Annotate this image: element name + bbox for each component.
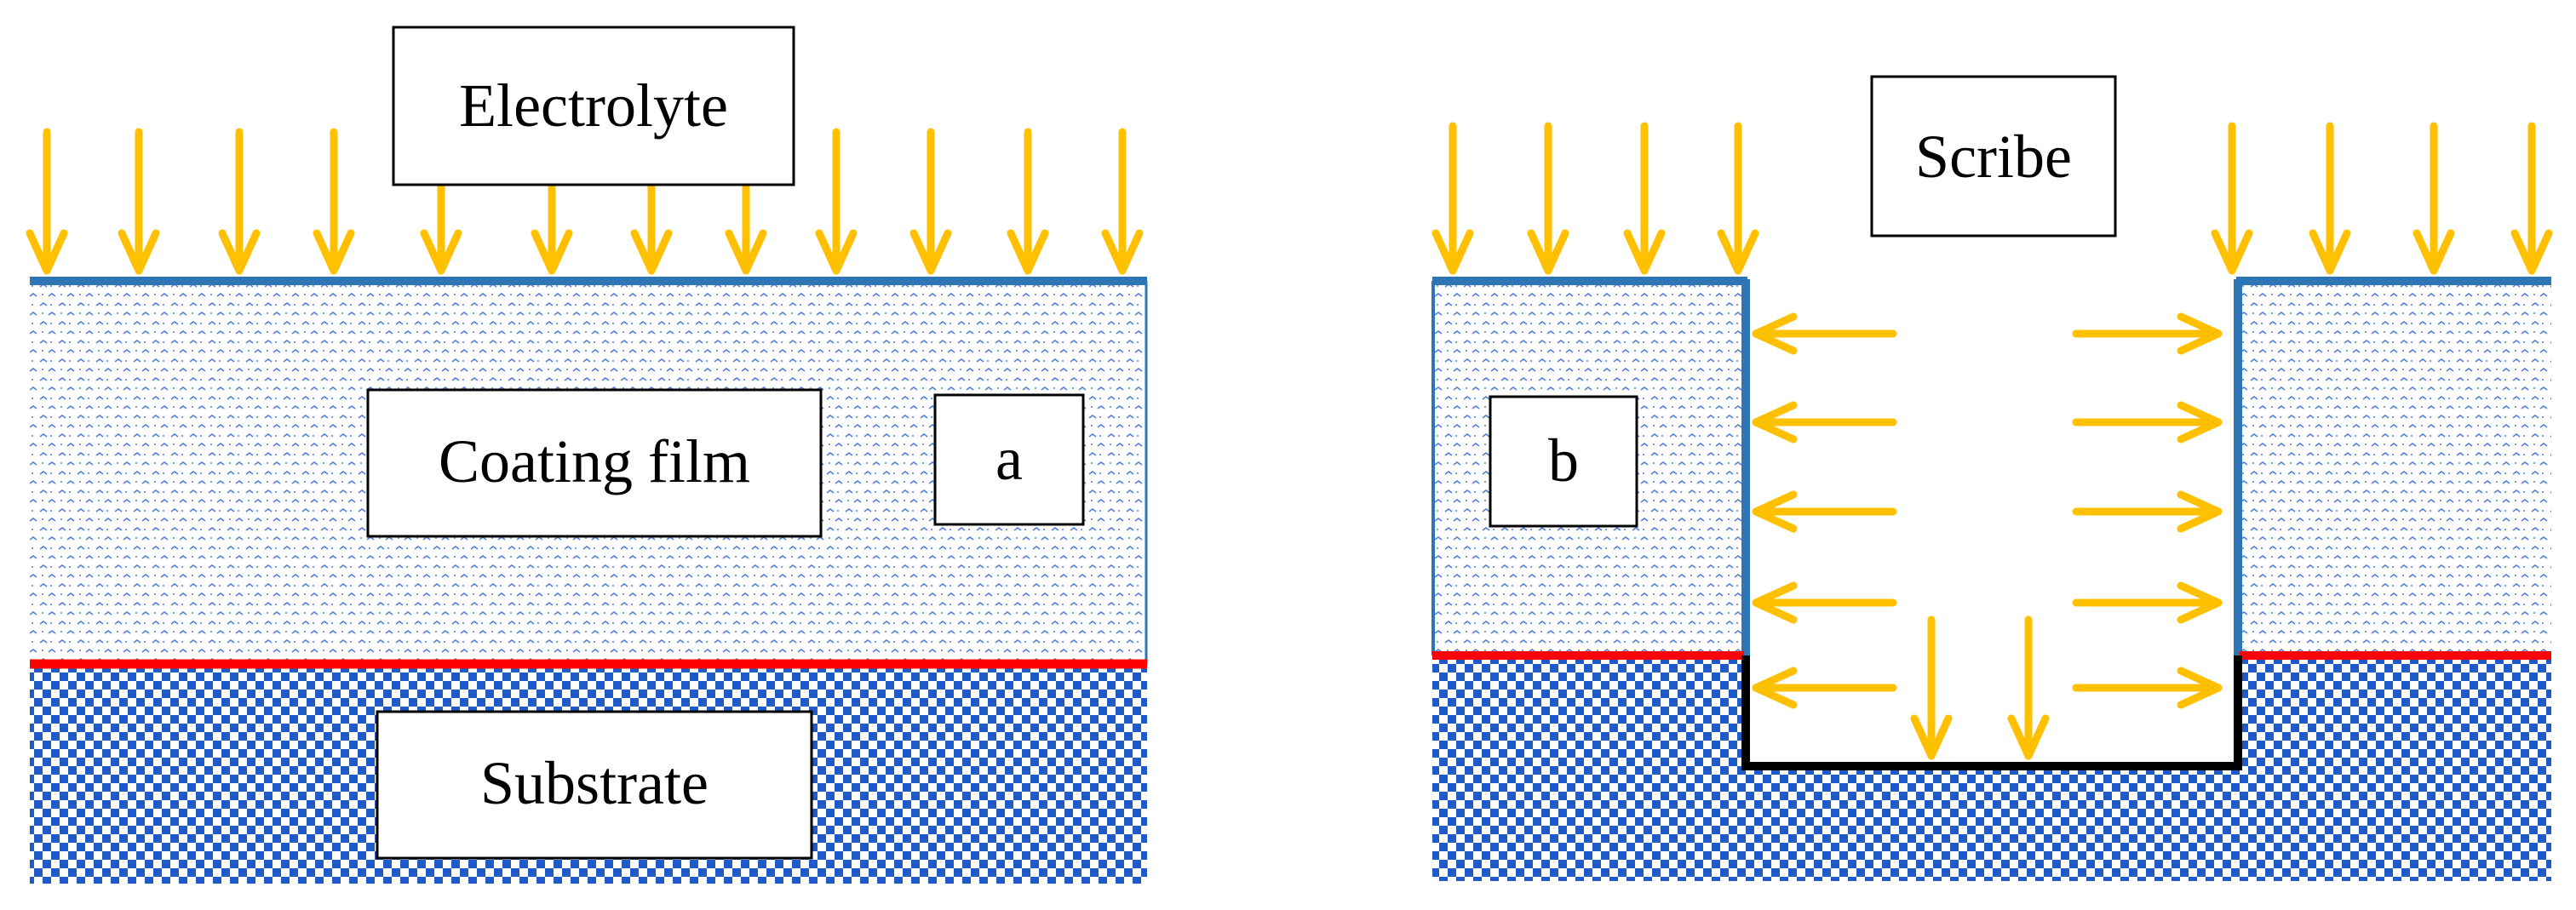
electrolyte-arrows-b	[1431, 122, 2553, 275]
down-arrow-icon	[420, 181, 462, 275]
scribe-bottom-arrows	[1910, 615, 2050, 760]
left-arrow-icon	[1752, 490, 1897, 533]
down-arrow-icon	[725, 181, 767, 275]
panel-b: Scribe b	[1431, 75, 2553, 881]
scribe-label: Scribe	[1915, 123, 2072, 191]
right-arrow-icon	[2072, 312, 2223, 355]
electrolyte-arrows-a	[26, 128, 1144, 275]
panel-a-letter: a	[995, 425, 1023, 493]
coating-film-label: Coating film	[439, 427, 750, 495]
down-arrow-icon	[1527, 122, 1569, 275]
coating-film-label-box	[366, 388, 823, 538]
down-arrow-icon	[313, 128, 355, 275]
panel-a: Electrolyte Coating film a Substrate	[26, 26, 1148, 884]
down-arrow-icon	[218, 128, 261, 275]
right-arrow-icon	[2072, 581, 2223, 624]
substrate-label: Substrate	[480, 749, 709, 817]
down-arrow-icon	[118, 128, 160, 275]
down-arrow-icon	[1623, 122, 1666, 275]
panel-a-letter-box	[933, 393, 1085, 526]
left-arrow-icon	[1752, 401, 1897, 444]
down-arrow-icon	[2007, 615, 2050, 760]
panel-b-letter-box	[1489, 395, 1638, 528]
right-arrow-icon	[2072, 401, 2223, 444]
down-arrow-icon	[2510, 122, 2553, 275]
down-arrow-icon	[909, 128, 952, 275]
down-arrow-icon	[1431, 122, 1474, 275]
electrolyte-label: Electrolyte	[459, 72, 728, 140]
down-arrow-icon	[2211, 122, 2253, 275]
down-arrow-icon	[815, 128, 858, 275]
left-arrow-icon	[1752, 667, 1897, 709]
down-arrow-icon	[1717, 122, 1759, 275]
scribe-label-box	[1870, 75, 2117, 238]
substrate-label-box	[376, 710, 813, 860]
electrolyte-label-box	[392, 26, 795, 186]
down-arrow-icon	[1101, 128, 1144, 275]
left-arrow-icon	[1752, 312, 1897, 355]
down-arrow-icon	[630, 181, 673, 275]
scribe-bottom-outline	[1741, 655, 2242, 770]
down-arrow-icon	[1910, 615, 1953, 760]
right-arrow-icon	[2072, 490, 2223, 533]
left-arrow-icon	[1752, 581, 1897, 624]
coating-film-layer-b-right	[2238, 281, 2551, 655]
down-arrow-icon	[26, 128, 68, 275]
down-arrow-icon	[531, 181, 573, 275]
scribe-side-arrows	[1752, 312, 2223, 709]
right-arrow-icon	[2072, 667, 2223, 709]
down-arrow-icon	[1007, 128, 1049, 275]
down-arrow-icon	[2412, 122, 2455, 275]
panel-b-letter: b	[1548, 426, 1579, 495]
down-arrow-icon	[2309, 122, 2351, 275]
